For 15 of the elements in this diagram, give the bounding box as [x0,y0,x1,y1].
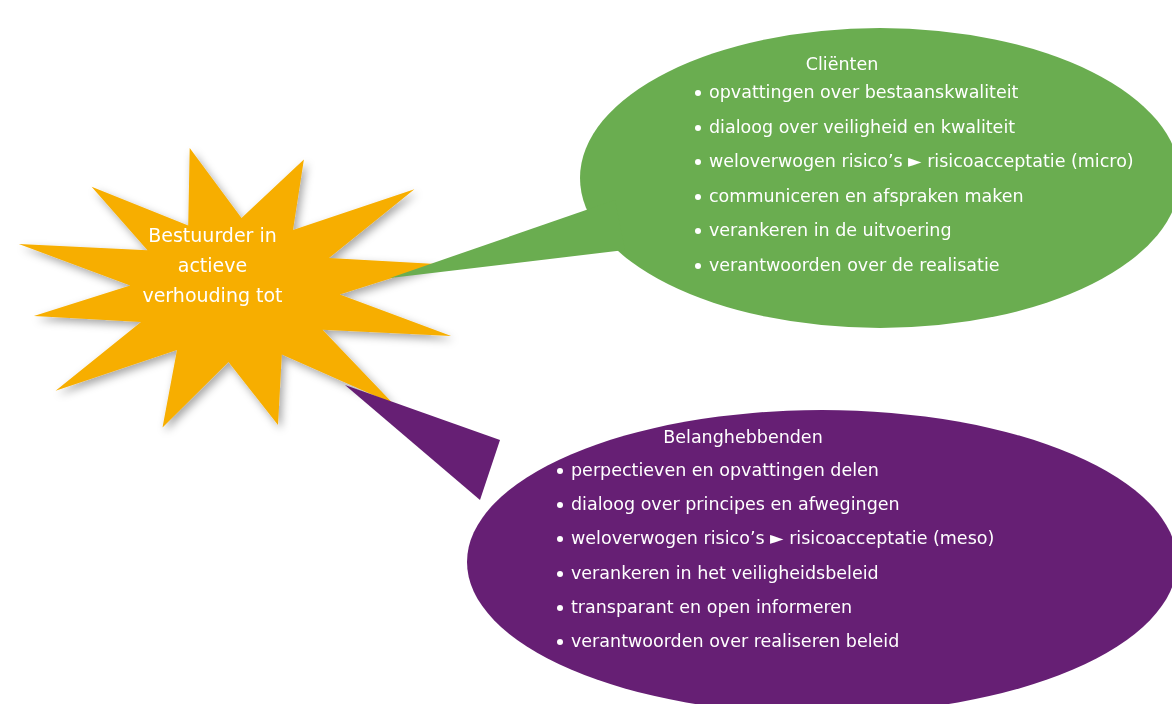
bullet-item: dialoog over veiligheid en kwaliteit [709,115,1016,138]
bullet-item: opvattingen over bestaanskwaliteit [709,81,1019,103]
bullet-item: verantwoorden over realiseren beleid [571,630,900,652]
bullet-item: verankeren in het veiligheidsbeleid [571,561,879,584]
bullet-item: transparant en open informeren [571,595,853,618]
bubble-heading: Cliënten [805,53,879,75]
bullet-item: dialoog over principes en afwegingen [571,493,900,516]
bullet-item: weloverwogen risico’s ► risicoacceptatie (meso) [571,527,995,550]
bullet-item: communiceren en afspraken maken [709,184,1024,207]
bullet-item: verantwoorden over de realisatie [709,254,1000,276]
bullet-item: weloverwogen risico’s ► risicoacceptatie (micro) [709,150,1134,173]
bullet-item: perpectieven en opvattingen delen [571,459,879,481]
star-label: Bestuurder in actieve verhouding tot [141,223,284,308]
bullet-item: verankeren in de uitvoering [709,219,952,242]
bubble-heading: Belanghebbenden [663,426,823,448]
